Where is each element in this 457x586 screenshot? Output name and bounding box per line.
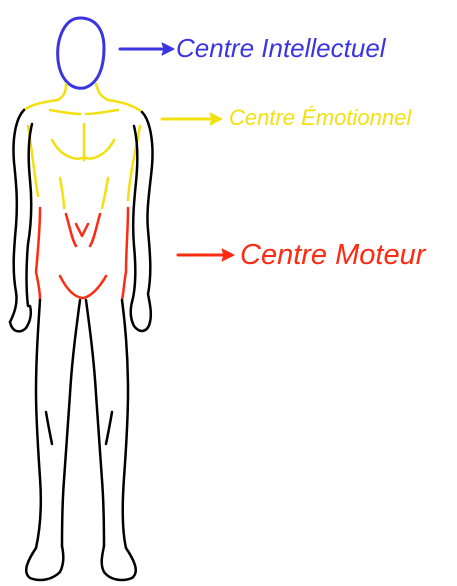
label-centre-emotionnel: Centre Émotionnel (229, 107, 411, 129)
label-centre-intellectuel: Centre Intellectuel (176, 35, 386, 61)
label-centre-moteur: Centre Moteur (240, 241, 425, 270)
head-intellectual-center (58, 18, 104, 88)
arrow-emotional (162, 113, 222, 125)
arrow-intellectual (120, 43, 174, 55)
arrow-motor (178, 249, 234, 261)
torso-emotional-center (24, 84, 142, 208)
abdomen-motor-center (36, 208, 128, 300)
